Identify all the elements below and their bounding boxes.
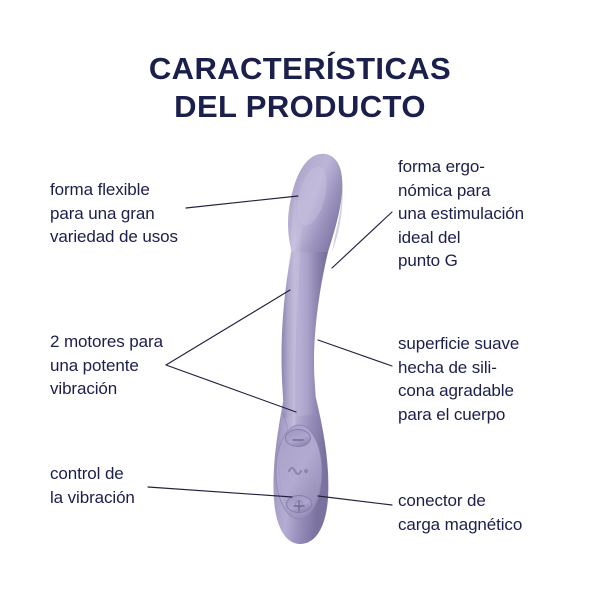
feature-label-flexible-line-1: forma flexible (50, 180, 150, 199)
feature-label-connector-line-1: conector de (398, 491, 486, 510)
page-title: CARACTERÍSTICAS DEL PRODUCTO (0, 50, 600, 126)
feature-label-motors-line-3: vibración (50, 379, 118, 398)
feature-label-motors-line-2: una potente (50, 355, 139, 375)
feature-label-ergonomic-line-5: punto G (398, 251, 458, 270)
feature-label-control: control de la vibración (50, 462, 135, 509)
feature-label-flexible-line-3: variedad de usos (50, 227, 178, 246)
feature-label-motors: 2 motores para una potente vibración (50, 330, 163, 401)
feature-label-control-line-1: control de (50, 464, 124, 483)
feature-label-surface-line-4: para el cuerpo (398, 404, 506, 424)
feature-label-motors-line-1: 2 motores para (50, 332, 163, 351)
vibration-decrease-button[interactable] (285, 429, 311, 447)
product-illustration (273, 153, 343, 544)
feature-label-connector: conector de carga magnético (398, 489, 522, 536)
page-title-line-1: CARACTERÍSTICAS (148, 51, 452, 86)
feature-label-ergonomic-line-1: forma ergo- (398, 157, 485, 176)
page-title-line-2: DEL PRODUCTO (174, 89, 426, 124)
brand-emblem-icon (287, 466, 309, 476)
control-panel (275, 424, 323, 520)
feature-label-surface-line-3: cona agradable (398, 381, 514, 400)
tip-highlight (297, 166, 327, 226)
feature-label-surface-line-2: hecha de sili- (398, 357, 497, 377)
magnetic-charging-port (295, 500, 303, 508)
feature-label-connector-line-2: carga magnético (398, 514, 523, 534)
feature-label-surface-line-1: superficie suave (398, 334, 520, 353)
vibration-increase-button[interactable] (286, 495, 312, 513)
feature-label-ergonomic-line-3: una estimulación (398, 204, 524, 223)
feature-label-flexible-line-2: para una gran (50, 203, 155, 223)
feature-label-ergonomic-line-4: ideal del (398, 227, 461, 247)
feature-label-surface: superficie suave hecha de sili- cona agr… (398, 332, 519, 426)
feature-label-flexible: forma flexible para una gran variedad de… (50, 178, 178, 249)
feature-label-ergonomic: forma ergo- nómica para una estimulación… (398, 155, 524, 273)
control-panel-inner-edge (279, 428, 319, 516)
feature-label-ergonomic-line-2: nómica para (398, 180, 491, 200)
feature-label-control-line-2: la vibración (50, 487, 135, 507)
